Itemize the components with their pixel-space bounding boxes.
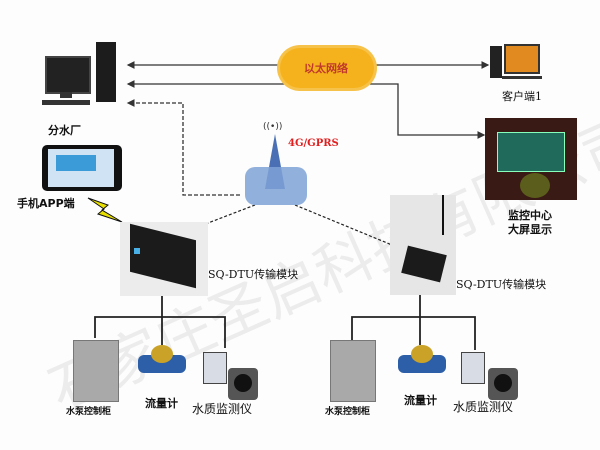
pump-cabinet-right-image	[330, 340, 376, 402]
dtu-right-label: SQ-DTU传输模块	[456, 278, 547, 291]
gprs-line-dtu-left	[194, 204, 256, 229]
water-plant-computer-icon	[42, 42, 122, 110]
ethernet-label: 以太网络	[304, 62, 348, 75]
pump-cabinet-left-image	[73, 340, 119, 402]
gprs-line-dtu-right	[294, 204, 393, 246]
flowmeter-left-label: 流量计	[145, 397, 178, 410]
client-computer-icon	[490, 44, 546, 84]
water-quality-right-image	[461, 352, 485, 384]
water-plant-label: 分水厂	[48, 124, 81, 137]
water-quality-right-label: 水质监测仪	[453, 400, 514, 414]
pump-cabinet-left-label: 水泵控制柜	[66, 407, 112, 417]
tablet-app-image	[42, 145, 122, 191]
gprs-line-plant	[126, 99, 240, 196]
ethernet-cloud-icon	[280, 48, 374, 88]
network-label: 4G/GPRS	[288, 138, 339, 149]
bus-left	[94, 295, 226, 348]
monitor-wall-image	[485, 118, 577, 200]
flowmeter-right-image	[398, 345, 446, 373]
water-quality-left-label: 水质监测仪	[192, 402, 253, 416]
monitor-center-label-2: 大屏显示	[508, 223, 552, 236]
water-sensor-left-image	[228, 368, 258, 400]
dtu-module-right-image	[390, 195, 456, 295]
water-quality-left-image	[203, 352, 227, 384]
wireless-bolt-icon	[87, 197, 123, 223]
ethernet-line-monitor	[370, 83, 486, 139]
flowmeter-left-image	[138, 345, 186, 373]
client-label: 客户端1	[502, 90, 542, 103]
cell-tower-icon: ((•))	[245, 122, 310, 207]
pump-cabinet-right-label: 水泵控制柜	[325, 407, 371, 417]
monitor-center-label-1: 监控中心	[508, 209, 552, 222]
flowmeter-right-label: 流量计	[404, 394, 437, 407]
water-sensor-right-image	[488, 368, 518, 400]
mobile-app-label: 手机APP端	[17, 197, 75, 210]
dtu-module-left-image	[120, 222, 208, 296]
dtu-left-label: SQ-DTU传输模块	[208, 268, 299, 281]
bus-right	[351, 295, 476, 350]
